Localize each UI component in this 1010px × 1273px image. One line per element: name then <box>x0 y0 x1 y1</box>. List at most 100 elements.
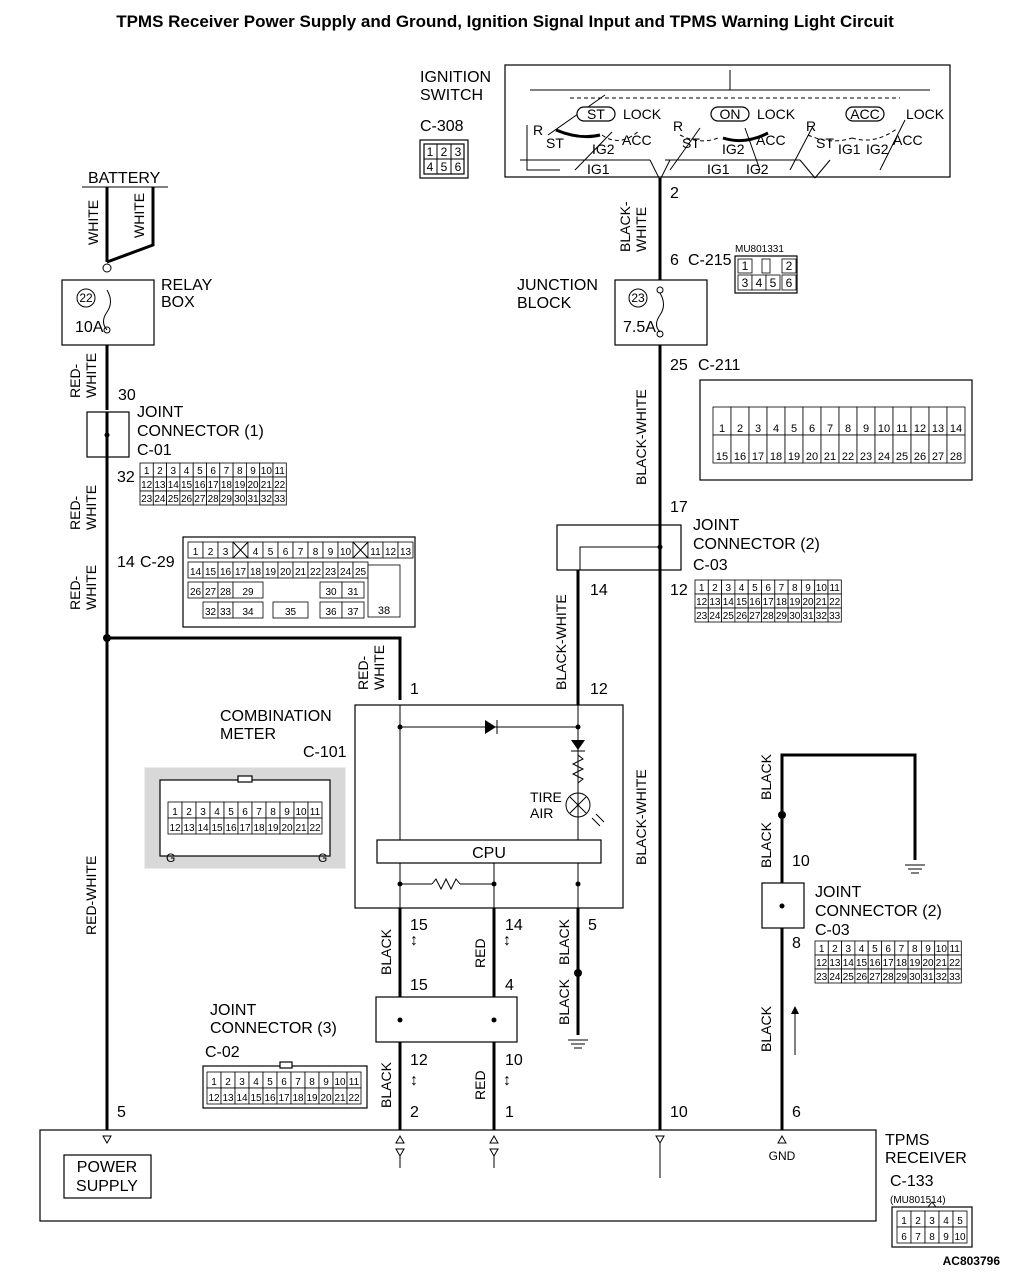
connector-pin-label: 19 <box>789 597 801 608</box>
wire-color-label: BLACK <box>378 928 394 975</box>
connector-pin-label: 20 <box>247 480 259 491</box>
connector-pin-label: 1 <box>144 466 150 477</box>
connector-pin-label: 19 <box>306 1093 318 1104</box>
connector-pin-label: 22 <box>949 958 961 969</box>
diode-symbol <box>571 740 585 750</box>
power-supply-label-2: SUPPLY <box>76 1178 138 1195</box>
connector-pin-label: 16 <box>734 451 746 463</box>
connector-pin-label: 17 <box>278 1093 290 1104</box>
position-st-label: ST <box>587 106 605 122</box>
connector-pin-label: 30 <box>909 972 921 983</box>
connector-pin-label: 7 <box>298 547 304 558</box>
connector-pin-cell <box>952 1226 968 1244</box>
power-supply-label: POWER <box>77 1159 137 1176</box>
connector-pin-label: 1 <box>172 807 178 818</box>
position-acc-label: ACC <box>622 132 652 148</box>
connector-pin-label: 4 <box>739 583 745 594</box>
connector-pin-label: 20 <box>280 567 292 578</box>
connector-pin-label: 4 <box>184 466 190 477</box>
connector-pin-label: 6 <box>765 583 771 594</box>
battery: BATTERY WHITE WHITE <box>82 170 168 264</box>
wire-color-label: BLACK <box>556 978 572 1025</box>
pin-number: 2 <box>410 1104 419 1121</box>
connector-pin-label: 6 <box>283 547 289 558</box>
connector-pin-label: 10 <box>936 944 948 955</box>
connector-pin-label: 10 <box>334 1077 346 1088</box>
fuse-number: 23 <box>631 291 645 305</box>
connector-pin-label: 15 <box>181 480 193 491</box>
connector-pin-label: 23 <box>696 611 708 622</box>
connector-pin-label: 12 <box>141 480 153 491</box>
wire-color-label: BLACK-WHITE <box>633 769 649 865</box>
connector-pin-label: 31 <box>802 611 814 622</box>
wire-color-label: BLACK- <box>617 201 633 252</box>
connector-pin-label: 24 <box>154 494 166 505</box>
connector-pin-label: 23 <box>860 451 872 463</box>
connector-pin-label: 11 <box>949 944 960 955</box>
connector-pin-label: 35 <box>285 607 297 618</box>
connector-pin-cell <box>232 601 264 619</box>
connector-pin-label: 9 <box>805 583 811 594</box>
relay-box-label: RELAY <box>161 277 213 294</box>
bidirectional-arrow: ↕ <box>503 1072 511 1089</box>
connector-pin-label: 11 <box>274 466 285 477</box>
connector-pin-label: 33 <box>829 611 841 622</box>
connector-pin-label: 7 <box>224 466 230 477</box>
connector-pin-label: 18 <box>776 597 788 608</box>
connector-pin-label: 4 <box>253 547 259 558</box>
connector-pin-label: 18 <box>221 480 233 491</box>
connector-pin-label: 27 <box>205 587 217 598</box>
pin-number: 14 <box>590 582 608 599</box>
wire-color-label: WHITE <box>83 485 99 530</box>
connector-pin-label: 18 <box>292 1093 304 1104</box>
pin-number: 4 <box>505 977 514 994</box>
connector-pin-label: 14 <box>197 823 209 834</box>
joint-connector-1-label-2: CONNECTOR (1) <box>137 423 264 440</box>
joint-connector-3-id: C-02 <box>205 1044 240 1061</box>
connector-pin-label: 22 <box>348 1093 360 1104</box>
connector-pin-label: 2 <box>832 944 838 955</box>
connector-pin-label: 27 <box>749 611 761 622</box>
connector-pin-label: 22 <box>829 597 841 608</box>
relay-box: 22 10A RELAY BOX <box>61 263 213 346</box>
connector-pin-label: 8 <box>845 423 851 435</box>
connector-pin-label: 4 <box>773 423 779 435</box>
ignition-switch-label-2: SWITCH <box>420 87 483 104</box>
connector-pin-label: 3 <box>725 583 731 594</box>
pin-number: 12 <box>590 681 608 698</box>
connector-pin-label: 32 <box>261 494 273 505</box>
connector-pin-label: 13 <box>154 480 166 491</box>
connector-pin-label: 8 <box>912 944 918 955</box>
connector-pin-label: 1 <box>699 583 705 594</box>
fuse-number: 22 <box>79 291 93 305</box>
connector-pin-label: 32 <box>205 607 217 618</box>
connector-pin-cell <box>272 490 287 506</box>
connector-pin-label: 3 <box>170 466 176 477</box>
connector-pin-label: 11 <box>349 1077 360 1088</box>
connector-pin-label: 30 <box>234 494 246 505</box>
connector-pin-label: 24 <box>829 972 841 983</box>
position-on-label: ON <box>720 106 741 122</box>
svg-text:1: 1 <box>742 259 749 273</box>
connector-pin-label: 16 <box>220 567 232 578</box>
wire-color-label: WHITE <box>131 193 147 238</box>
connector-pin: 5 <box>441 160 448 174</box>
connector-pin-label: 13 <box>183 823 195 834</box>
connector-pin-label: 10 <box>295 807 307 818</box>
position-ig2-label: IG2 <box>722 141 745 157</box>
connector-pin-label: 7 <box>256 807 262 818</box>
connector-c215-id: C-215 <box>688 252 732 269</box>
connector-pin-label: 12 <box>208 1093 220 1104</box>
connector-pin-label: 8 <box>237 466 243 477</box>
connector-pin-label: 6 <box>242 807 248 818</box>
wire-color-label: BLACK <box>556 918 572 965</box>
connector-pin-label: 19 <box>265 567 277 578</box>
connector-pin-label: 17 <box>239 823 251 834</box>
connector-pin-label: 33 <box>949 972 961 983</box>
unused-pin-mark <box>352 541 369 559</box>
connector-pin-label: 4 <box>214 807 220 818</box>
connector-pin-label: 29 <box>896 972 908 983</box>
